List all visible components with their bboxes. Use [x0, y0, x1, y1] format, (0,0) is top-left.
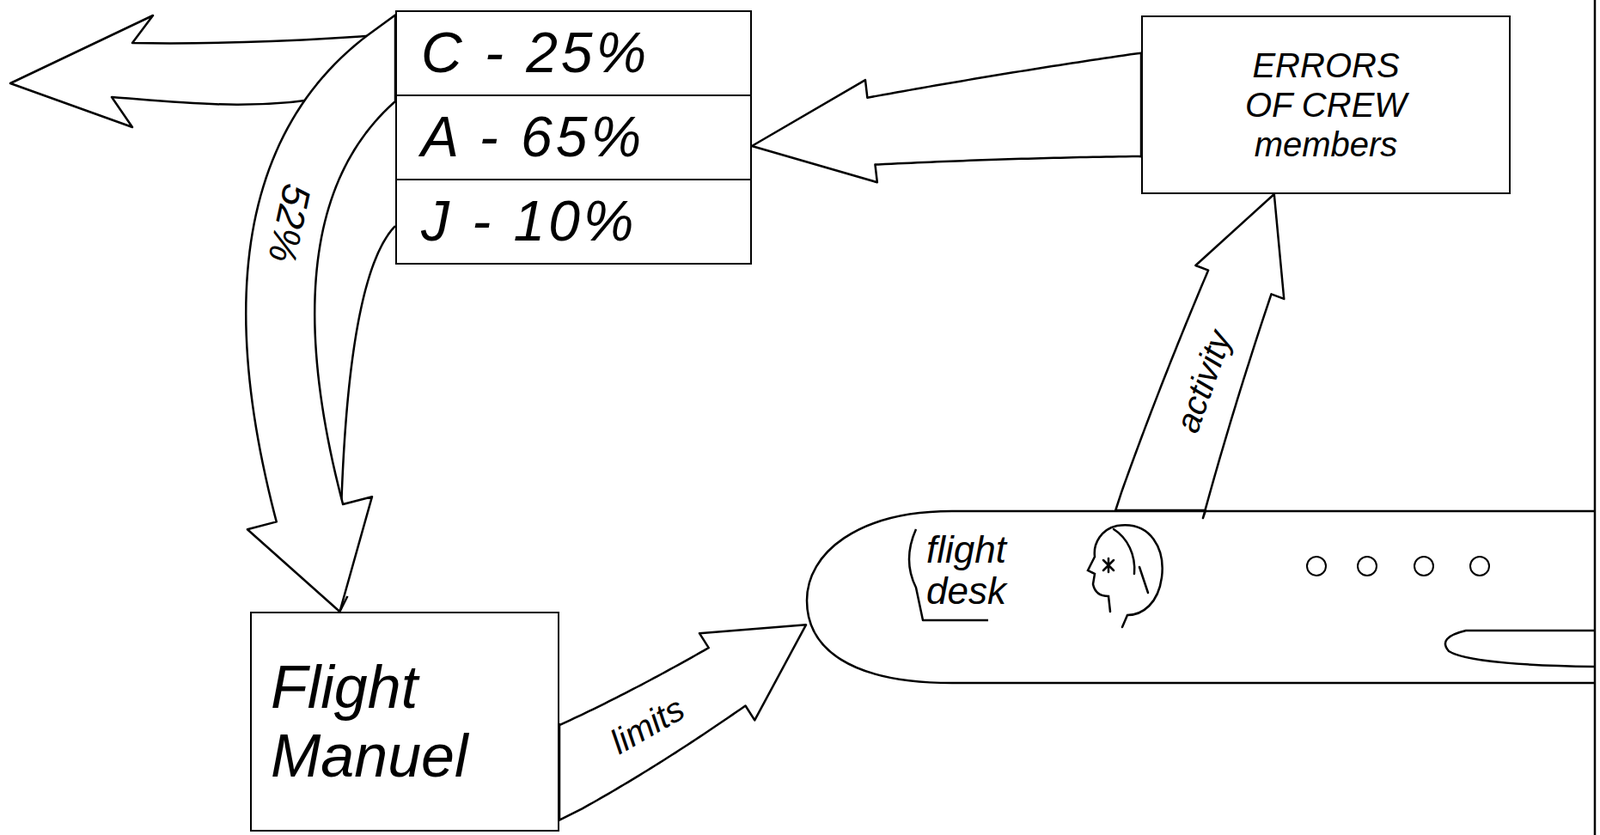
node-text: A - 65%: [421, 104, 645, 171]
node-text: ERRORS OF CREW members: [1227, 45, 1425, 165]
block-arrow: [245, 14, 410, 612]
pilot-head: [1087, 525, 1163, 628]
node-text: C - 25%: [421, 20, 650, 86]
frame-line: [1593, 0, 1597, 835]
fuselage: [806, 511, 1594, 684]
aircraft-shape: flight desk: [806, 510, 1594, 684]
document-box: Flight Manuel: [250, 611, 560, 832]
process-box: ERRORS OF CREW members: [1141, 15, 1511, 195]
area-label: flight desk: [926, 529, 1021, 613]
table-row: C - 25%: [395, 10, 752, 97]
head-outline: [1087, 525, 1163, 628]
window: [1414, 556, 1434, 576]
headset: [1113, 529, 1149, 593]
block-arrow: [751, 53, 1142, 183]
window: [1306, 556, 1326, 576]
node-text: J - 10%: [421, 189, 637, 255]
table-row: J - 10%: [395, 178, 752, 265]
aircraft-outline: [806, 510, 1594, 684]
node-text: Flight Manuel: [270, 653, 529, 792]
window: [1470, 556, 1490, 576]
block-arrow: [543, 624, 807, 820]
window: [1357, 556, 1377, 576]
table-row: A - 65%: [395, 94, 752, 181]
wing: [1445, 630, 1594, 667]
eye: [1103, 558, 1114, 573]
block-arrow: [1115, 194, 1284, 519]
cabin-windows: [1306, 556, 1490, 576]
